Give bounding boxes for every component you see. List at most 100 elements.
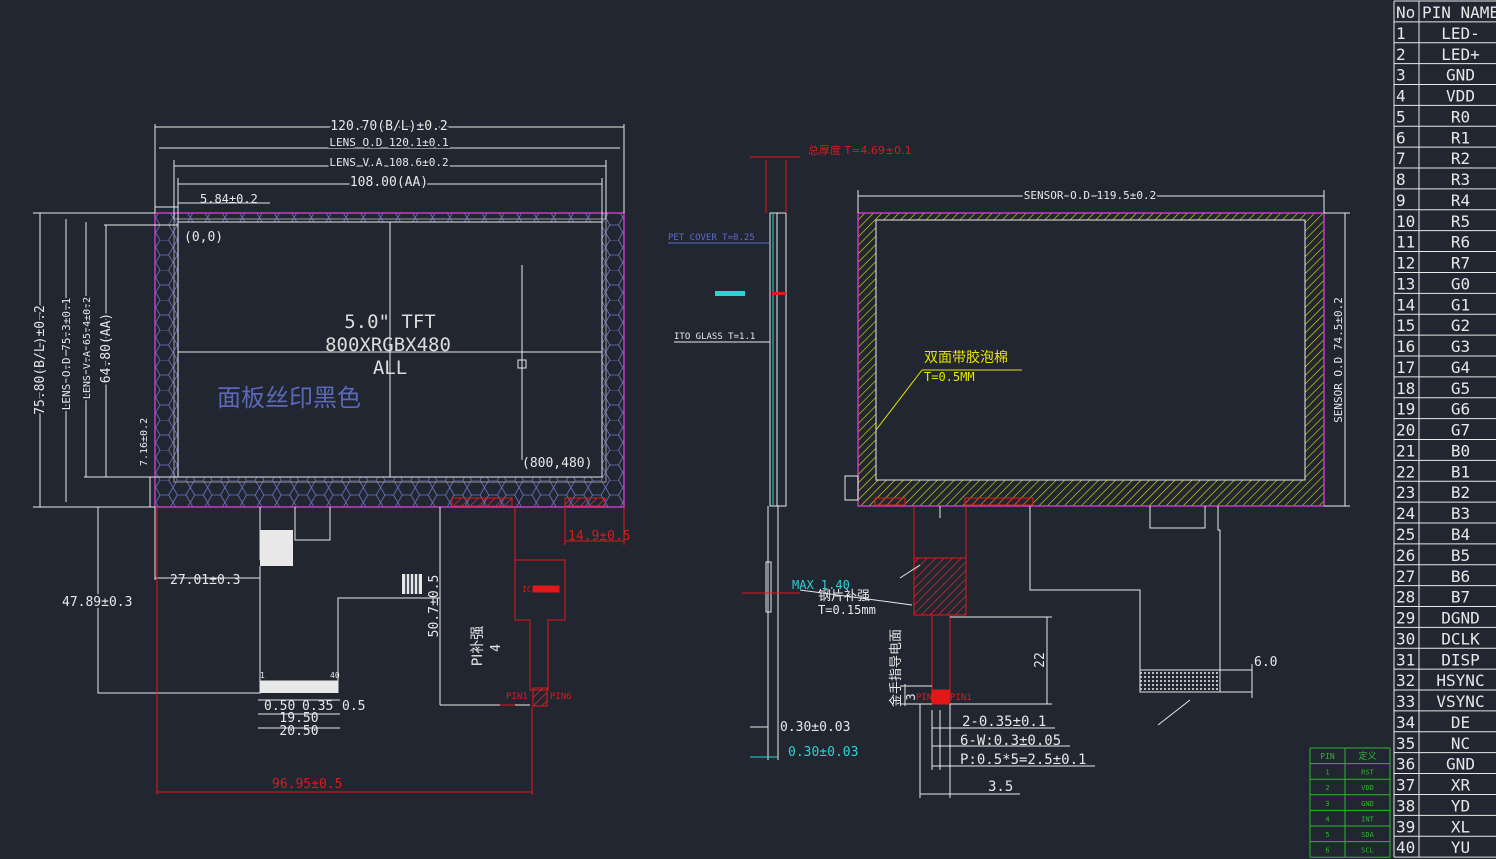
lcd-pin-name: LED- <box>1441 24 1480 43</box>
lcd-pin-number: 18 <box>1396 379 1415 398</box>
lcd-pin-number: 33 <box>1396 692 1415 711</box>
lcd-pin-number: 12 <box>1396 254 1415 273</box>
lens-outline <box>154 212 625 508</box>
lcd-pin-name: GND <box>1446 66 1475 85</box>
lcd-pin-name: R4 <box>1451 191 1470 210</box>
dim-tail: 6.0 <box>1254 655 1277 670</box>
lcd-pin-name: B2 <box>1451 483 1470 502</box>
silkscreen-border <box>155 213 624 507</box>
lcd-pin-name: G7 <box>1451 421 1470 440</box>
tp-pin-number: 5 <box>1325 831 1329 839</box>
lcd-pin-number: 27 <box>1396 567 1415 586</box>
lcd-pin-name: R0 <box>1451 107 1470 126</box>
tp-pin-last: PIN6 <box>550 692 572 702</box>
lcd-pin-number: 8 <box>1396 170 1406 189</box>
lcd-pin-name: DGND <box>1441 609 1480 628</box>
tp-pin-number: 6 <box>1325 847 1329 855</box>
lcd-pin-number: 26 <box>1396 546 1415 565</box>
lcd-pin-number: 9 <box>1396 191 1406 210</box>
total-thickness: 总厚度 T=4.69±0.1 <box>808 143 912 157</box>
lcd-pin-number: 5 <box>1396 107 1406 126</box>
lcd-pin-name: DE <box>1451 713 1470 732</box>
lcd-pin-number: 16 <box>1396 337 1415 356</box>
dim-fpc-span2: 20.50 <box>279 724 318 739</box>
lcd-pin-name: B4 <box>1451 525 1470 544</box>
foam-thickness: T=0.5MM <box>924 370 975 384</box>
dim-offset-left: 5.84±0.2 <box>200 192 258 206</box>
lcd-pin-number: 6 <box>1396 128 1406 147</box>
lcd-pin-number: 39 <box>1396 817 1415 836</box>
tp-table-header-def: 定义 <box>1358 750 1376 762</box>
lcd-pin-number: 38 <box>1396 796 1415 815</box>
tp-pin-def: VDD <box>1361 784 1374 792</box>
dim-total-width: 96.95±0.5 <box>272 777 342 792</box>
dim-fpc-len: 22 <box>1033 652 1048 668</box>
dim-fpc-span1: 19.50 <box>279 711 318 726</box>
lcd-table-header-name: PIN NAME <box>1422 3 1496 22</box>
dim-thickness-b: 0.30±0.03 <box>788 745 858 760</box>
lcd-pin-number: 13 <box>1396 274 1415 293</box>
lcd-pin-number: 29 <box>1396 609 1415 628</box>
dim-tp-fpc-offset: 14.9±0.5 <box>568 529 631 544</box>
lcd-pin-number: 34 <box>1396 713 1415 732</box>
lcd-pin-number: 2 <box>1396 45 1406 64</box>
lcd-pin-name: G3 <box>1451 337 1470 356</box>
lcd-pin-number: 31 <box>1396 650 1415 669</box>
sensor-view-labels: SENSOR O.D 119.5±0.2 SENSOR O.D 74.5±0.2… <box>818 187 1345 795</box>
tp-pin-def: RST <box>1361 769 1374 777</box>
dim-lens-od-width: LENS O.D 120.1±0.1 <box>329 136 448 149</box>
max-thickness: MAX 1.40 <box>792 578 850 592</box>
fpc-pin-last: 40 <box>330 671 340 680</box>
sensor-pin-first: PIN1 <box>950 693 972 703</box>
lcd-pin-name: HSYNC <box>1436 671 1484 690</box>
gold-finger: 金手指导电面 <box>888 629 904 707</box>
lcd-pin-number: 15 <box>1396 316 1415 335</box>
lcd-pin-name: VDD <box>1446 87 1475 106</box>
fpc-component <box>402 574 422 594</box>
sensor-outline <box>857 212 1325 507</box>
lcd-pin-name: G6 <box>1451 400 1470 419</box>
lcd-pin-name: B3 <box>1451 504 1470 523</box>
end-label: (800,480) <box>522 456 592 471</box>
lcd-pin-name: YD <box>1451 796 1470 815</box>
lcd-pin-number: 23 <box>1396 483 1415 502</box>
sensor-view <box>844 190 1350 798</box>
tp-pin-number: 4 <box>1325 815 1329 823</box>
pi-stiffener-value: 4 <box>489 644 504 652</box>
tp-fpc <box>514 507 566 691</box>
lcd-pin-name: G4 <box>1451 358 1470 377</box>
lcd-pin-name: R5 <box>1451 212 1470 231</box>
side-module <box>769 212 787 507</box>
silkscreen-note: 面板丝印黑色 <box>217 384 361 412</box>
dim-lens-va-width: LENS V.A 108.6±0.2 <box>329 156 448 169</box>
tp-pin-first: PIN1 <box>506 692 528 702</box>
panel-line1: 5.0" TFT <box>344 311 436 333</box>
dim-fpc-tail: 0.5 <box>342 699 365 714</box>
lcd-pin-number: 30 <box>1396 629 1415 648</box>
tp-pin-def: INT <box>1361 815 1374 823</box>
viewing-area <box>173 218 607 483</box>
fpc-connector <box>260 530 293 566</box>
front-view <box>33 124 625 795</box>
sensor-pin-last: PIN6 <box>916 693 938 703</box>
tp-table-header-pin: PIN <box>1320 752 1335 761</box>
lcd-pin-name: R2 <box>1451 149 1470 168</box>
front-view-labels: 120.70(B/L)±0.2 LENS O.D 120.1±0.1 LENS … <box>31 117 592 739</box>
side-view-labels: 总厚度 T=4.69±0.1 PET COVER T=0.25 ITO GLAS… <box>668 143 912 760</box>
fpc-tail-fingers <box>1139 669 1221 693</box>
lcd-pin-number: 11 <box>1396 233 1415 252</box>
dim-bl-height: 75.80(B/L)±0.2 <box>33 305 48 415</box>
lcd-pin-number: 1 <box>1396 24 1406 43</box>
sensor-od-height: SENSOR O.D 74.5±0.2 <box>1332 297 1345 423</box>
tp-pin-def: SDA <box>1361 831 1374 839</box>
dim-fpc-width: 3.5 <box>988 779 1013 795</box>
lcd-pin-number: 28 <box>1396 588 1415 607</box>
sensor-lcd-fpc <box>1029 506 1221 693</box>
lcd-pin-name: R6 <box>1451 233 1470 252</box>
steel-thickness: T=0.15mm <box>818 603 876 617</box>
pi-stiffener: PI补强 <box>470 626 486 667</box>
lcd-pin-number: 37 <box>1396 776 1415 795</box>
lcd-pin-name: B7 <box>1451 588 1470 607</box>
